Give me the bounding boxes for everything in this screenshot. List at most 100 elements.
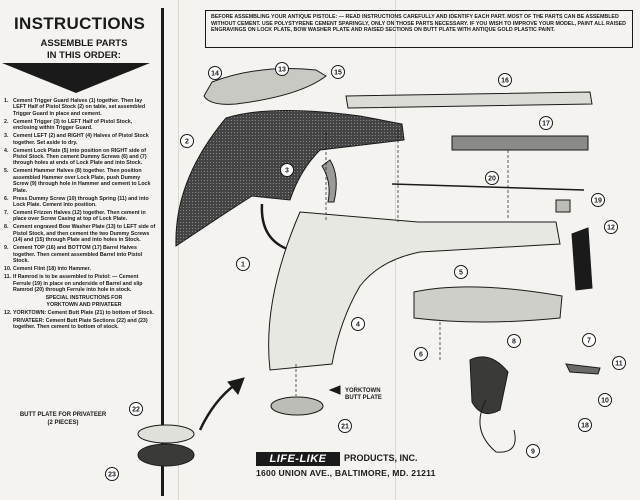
step-text: If Ramrod is to be assembled to Pistol: … xyxy=(13,274,143,293)
callout-18: 18 xyxy=(578,418,592,432)
callout-number: 19 xyxy=(594,198,602,205)
step-item: 1.Cement Trigger Guard Halves (1) togeth… xyxy=(4,98,156,117)
column-divider xyxy=(161,8,164,496)
subtitle-line: IN THIS ORDER: xyxy=(47,50,121,61)
step-number: 7. xyxy=(4,210,9,217)
fold-line xyxy=(178,0,179,500)
yorktown-label-line: YORKTOWN xyxy=(345,388,381,394)
step-number: 8. xyxy=(4,224,9,231)
step-text: Press Dummy Screw (10) through Spring (1… xyxy=(13,195,149,209)
callout-10: 10 xyxy=(598,393,612,407)
hammer-outline xyxy=(479,399,516,453)
step-number: 9. xyxy=(4,245,9,252)
callout-19: 19 xyxy=(591,193,605,207)
step-item: 6. Press Dummy Screw (10) through Spring … xyxy=(4,196,156,209)
step-text: Cement Trigger (3) to LEFT Half of Pisto… xyxy=(13,118,133,132)
page-title: INSTRUCTIONS xyxy=(14,14,146,33)
step-text: Cement Flint (18) into Hammer. xyxy=(13,266,91,273)
callout-number: 11 xyxy=(615,361,623,368)
callout-number: 13 xyxy=(278,67,286,74)
special-step-item: 12.YORKTOWN: Cement Butt Plate (21) to b… xyxy=(4,310,156,316)
special-instructions-heading: SPECIAL INSTRUCTIONS FOR YORKTOWN AND PR… xyxy=(12,295,156,308)
special-step-text: Cement Butt Plate (21) to bottom of Stoc… xyxy=(47,310,154,317)
pistol-stock-left xyxy=(175,110,405,247)
special-heading-line: YORKTOWN AND PRIVATEER xyxy=(46,301,122,308)
ferrule xyxy=(555,199,571,213)
pistol-stock-right xyxy=(268,211,561,371)
barrel-top xyxy=(345,91,593,109)
callout-14: 14 xyxy=(208,66,222,80)
step-number: 12. xyxy=(4,310,12,317)
step-number: 6. xyxy=(4,195,9,202)
arrow-head-icon xyxy=(227,377,245,395)
step-number: 2. xyxy=(4,118,9,125)
step-number: 1. xyxy=(4,98,9,104)
callout-22: 22 xyxy=(129,402,143,416)
callout-number: 4 xyxy=(356,322,360,329)
special-step-label: YORKTOWN: xyxy=(13,310,47,317)
step-text: Cement TOP (16) and BOTTOM (17) Barrel H… xyxy=(13,245,143,265)
special-step-item: PRIVATEER: Cement Butt Plate Sections (2… xyxy=(4,318,156,331)
callout-number: 18 xyxy=(581,423,589,430)
callout-5: 5 xyxy=(454,265,468,279)
callout-number: 15 xyxy=(334,70,342,77)
life-like-logo: LIFE-LIKE xyxy=(256,452,340,466)
callout-4: 4 xyxy=(351,317,365,331)
step-item: 3. Cement LEFT (2) and RIGHT (4) Halves o… xyxy=(4,133,156,146)
callout-17: 17 xyxy=(539,116,553,130)
step-number: 5. xyxy=(4,168,9,175)
callout-1: 1 xyxy=(236,257,250,271)
step-number: 4. xyxy=(4,147,9,154)
assembly-arrow xyxy=(198,382,237,431)
assembly-notice: BEFORE ASSEMBLING YOUR ANTIQUE PISTOLE: … xyxy=(205,10,633,48)
callout-9: 9 xyxy=(526,444,540,458)
step-item: 11.If Ramrod is to be assembled to Pisto… xyxy=(4,274,156,293)
callout-number: 17 xyxy=(542,121,550,128)
yorktown-butt-plate xyxy=(270,396,324,416)
callout-number: 20 xyxy=(488,176,496,183)
callout-23: 23 xyxy=(105,467,119,481)
callout-number: 5 xyxy=(459,270,463,277)
yorktown-label-line: BUTT PLATE xyxy=(345,395,382,401)
step-number: 3. xyxy=(4,133,9,140)
callout-number: 21 xyxy=(341,424,349,431)
ramrod xyxy=(391,183,585,191)
callout-13: 13 xyxy=(275,62,289,76)
callout-6: 6 xyxy=(414,347,428,361)
special-step-content: YORKTOWN: Cement Butt Plate (21) to bott… xyxy=(13,310,156,316)
callout-21: 21 xyxy=(338,419,352,433)
callout-number: 22 xyxy=(132,407,140,414)
callout-number: 7 xyxy=(587,338,591,345)
callout-number: 10 xyxy=(601,398,609,405)
down-arrow-icon xyxy=(2,63,150,93)
step-item: 7.Cement Frizzen Halves (12) together. T… xyxy=(4,210,156,223)
special-step-label: PRIVATEER: xyxy=(13,318,45,325)
step-item: 8.Cement engraved Bow Washer Plate (13) … xyxy=(4,224,156,243)
company-name: PRODUCTS, INC. xyxy=(344,453,418,463)
special-step-text: Cement Butt Plate Sections (22) and (23)… xyxy=(13,318,148,331)
callout-16: 16 xyxy=(498,73,512,87)
callout-15: 15 xyxy=(331,65,345,79)
step-text: Cement Lock Plate (5) into position on R… xyxy=(13,147,147,167)
callout-number: 1 xyxy=(241,262,245,269)
step-text: Cement LEFT (2) and RIGHT (4) Halves of … xyxy=(13,133,149,146)
callout-12: 12 xyxy=(604,220,618,234)
privateer-butt-plate-bottom xyxy=(137,443,195,467)
callout-11: 11 xyxy=(612,356,626,370)
step-number: 10. xyxy=(4,266,12,273)
barrel-bottom xyxy=(451,135,589,151)
callout-number: 14 xyxy=(211,71,219,78)
special-heading-line: SPECIAL INSTRUCTIONS FOR xyxy=(45,295,123,302)
callout-number: 23 xyxy=(108,472,116,479)
callout-number: 12 xyxy=(607,225,615,232)
lock-plate xyxy=(413,286,563,323)
frizzen xyxy=(571,227,593,291)
trigger xyxy=(321,159,337,203)
company-address: 1600 UNION AVE., BALTIMORE, MD. 21211 xyxy=(256,468,436,478)
callout-20: 20 xyxy=(485,171,499,185)
callout-number: 9 xyxy=(531,449,535,456)
privateer-butt-plate-top xyxy=(137,424,195,444)
subtitle-line: ASSEMBLE PARTS xyxy=(40,38,128,49)
spring xyxy=(565,363,601,375)
